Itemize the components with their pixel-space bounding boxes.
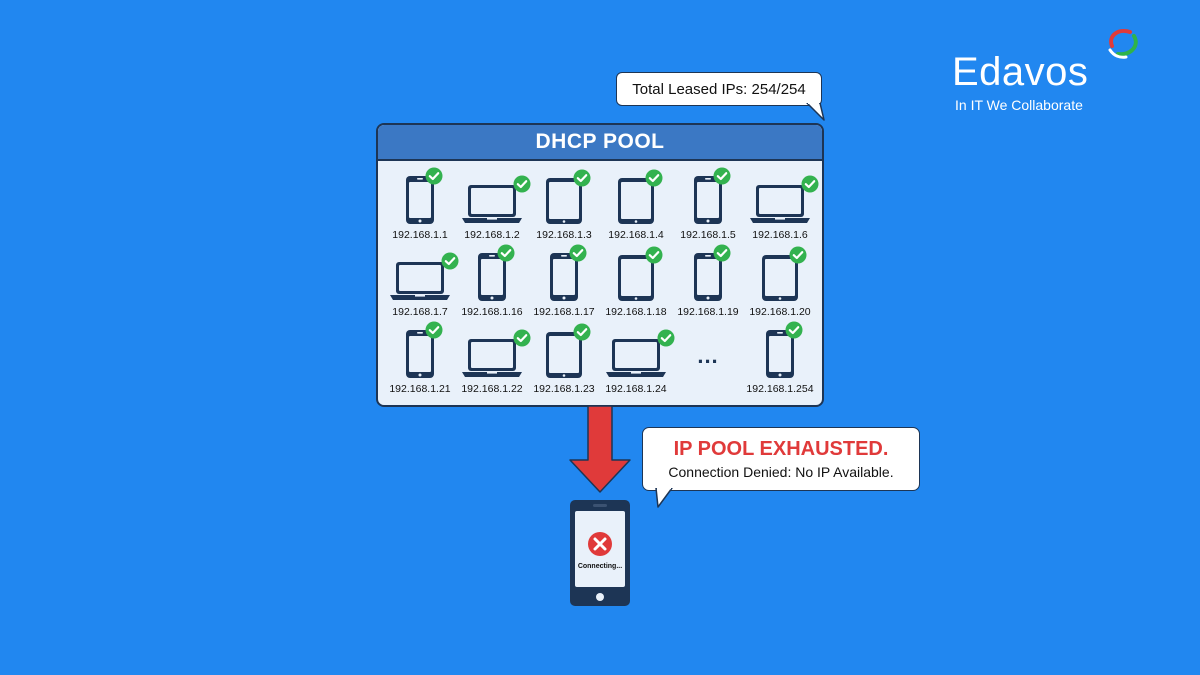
check-circle-icon [513, 329, 531, 347]
check-circle-icon [785, 321, 803, 339]
device-item: 192.168.1.17 [528, 244, 600, 318]
device-ip-label: 192.168.1.3 [536, 229, 592, 241]
check-circle-icon [713, 167, 731, 185]
device-item: 192.168.1.7 [384, 244, 459, 318]
brand-name: Edavos [952, 50, 1089, 94]
check-circle-icon [645, 246, 663, 264]
lease-status-text: Total Leased IPs: 254/254 [632, 80, 806, 98]
device-ip-label: 192.168.1.17 [533, 306, 595, 318]
check-circle-icon [713, 244, 731, 262]
device-item: 192.168.1.2 [456, 167, 531, 241]
tablet-icon [618, 255, 654, 301]
client-phone-icon [570, 500, 630, 606]
device-item: 192.168.1.22 [456, 321, 531, 395]
error-x-icon [588, 532, 612, 556]
brand-swoosh-icon [1108, 29, 1138, 59]
check-circle-icon [441, 252, 459, 270]
phone-icon [550, 253, 578, 301]
device-item: 192.168.1.4 [600, 167, 672, 241]
check-circle-icon [513, 175, 531, 193]
tablet-icon [762, 255, 798, 301]
device-ip-label: 192.168.1.23 [533, 383, 595, 395]
phone-icon [406, 330, 434, 378]
phone-icon [766, 330, 794, 378]
client-status-text: Connecting... [577, 563, 623, 570]
brand-logo: Edavos In IT We Collaborate [952, 24, 1142, 119]
device-ip-label: 192.168.1.21 [389, 383, 451, 395]
dhcp-pool-panel: DHCP POOL 192.168.1.1 192.168.1.2 [376, 123, 824, 407]
lease-status-bubble: Total Leased IPs: 254/254 [616, 72, 822, 106]
device-ip-label: 192.168.1.18 [605, 306, 667, 318]
check-circle-icon [801, 175, 819, 193]
device-item: 192.168.1.21 [384, 321, 456, 395]
device-item: 192.168.1.20 [744, 244, 816, 318]
device-item: 192.168.1.16 [456, 244, 528, 318]
dhcp-pool-header: DHCP POOL [378, 125, 822, 161]
check-circle-icon [573, 323, 591, 341]
device-item: 192.168.1.5 [672, 167, 744, 241]
laptop-icon [750, 185, 810, 223]
check-circle-icon [573, 169, 591, 187]
tablet-icon [546, 332, 582, 378]
check-circle-icon [497, 244, 515, 262]
device-ip-label: 192.168.1.2 [464, 229, 520, 241]
alert-bubble-tail [655, 488, 673, 508]
device-ip-label: 192.168.1.20 [749, 306, 811, 318]
tablet-icon [546, 178, 582, 224]
lease-bubble-tail [806, 103, 825, 121]
down-arrow-icon [569, 406, 631, 493]
device-ip-label: 192.168.1.254 [746, 383, 814, 395]
device-ip-label: 192.168.1.5 [680, 229, 736, 241]
device-ellipsis: ... [672, 321, 744, 395]
ellipsis-text: ... [697, 343, 719, 368]
dhcp-pool-title: DHCP POOL [535, 130, 665, 153]
device-item: 192.168.1.1 [384, 167, 456, 241]
device-item: 192.168.1.18 [600, 244, 672, 318]
laptop-icon [390, 262, 450, 300]
phone-icon [694, 253, 722, 301]
device-item: 192.168.1.3 [528, 167, 600, 241]
check-circle-icon [645, 169, 663, 187]
phone-icon [478, 253, 506, 301]
device-item: 192.168.1.24 [600, 321, 675, 395]
check-circle-icon [789, 246, 807, 264]
device-grid: 192.168.1.1 192.168.1.2 192.168.1.3 [378, 161, 822, 398]
device-ip-label: 192.168.1.24 [605, 383, 667, 395]
brand-tagline: In IT We Collaborate [955, 97, 1083, 113]
device-ip-label: 192.168.1.19 [677, 306, 739, 318]
device-ip-label: 192.168.1.6 [752, 229, 808, 241]
device-ip-label: 192.168.1.1 [392, 229, 448, 241]
pool-exhausted-alert: IP POOL EXHAUSTED. Connection Denied: No… [642, 427, 920, 491]
device-item: 192.168.1.19 [672, 244, 744, 318]
tablet-icon [618, 178, 654, 224]
device-ip-label: 192.168.1.4 [608, 229, 664, 241]
check-circle-icon [425, 167, 443, 185]
laptop-icon [606, 339, 666, 377]
check-circle-icon [425, 321, 443, 339]
laptop-icon [462, 185, 522, 223]
check-circle-icon [569, 244, 587, 262]
alert-message: Connection Denied: No IP Available. [668, 464, 894, 480]
phone-icon [694, 176, 722, 224]
device-item: 192.168.1.254 [744, 321, 816, 395]
device-item: 192.168.1.6 [744, 167, 819, 241]
check-circle-icon [657, 329, 675, 347]
device-ip-label: 192.168.1.16 [461, 306, 523, 318]
laptop-icon [462, 339, 522, 377]
alert-title: IP POOL EXHAUSTED. [673, 438, 889, 460]
device-ip-label: 192.168.1.7 [392, 306, 448, 318]
device-item: 192.168.1.23 [528, 321, 600, 395]
phone-icon [406, 176, 434, 224]
device-ip-label: 192.168.1.22 [461, 383, 523, 395]
